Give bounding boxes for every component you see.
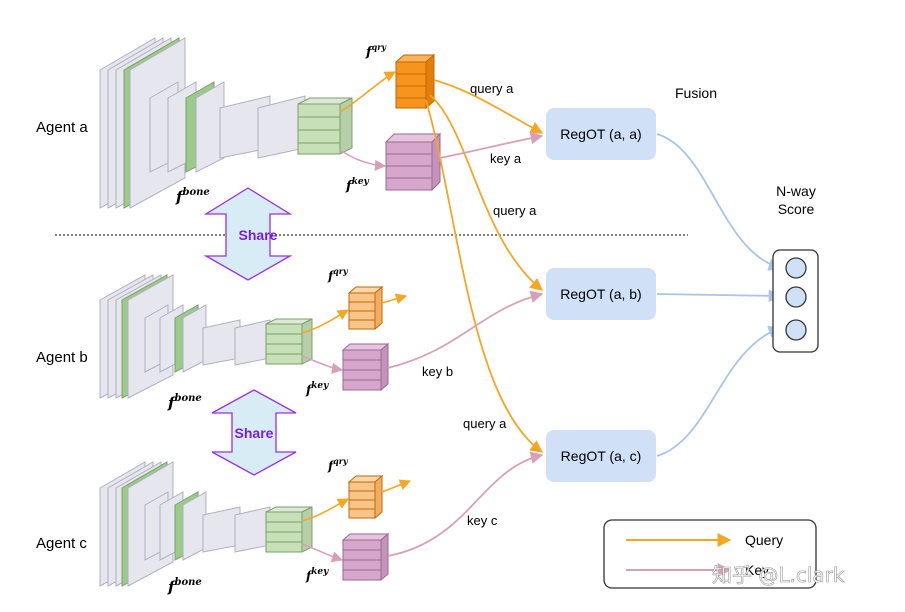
svg-text:fbone: fbone <box>167 577 202 596</box>
backbone-a-output <box>297 97 353 155</box>
legend-query-label: Query <box>745 532 783 548</box>
backbone-c <box>99 461 313 587</box>
edge-label-query-a-1: query a <box>470 81 514 96</box>
legend: Query Key <box>603 519 817 589</box>
legend-key-label: Key <box>745 562 769 578</box>
edge-bone-to-key-a <box>339 149 387 171</box>
svg-text:fkey: fkey <box>345 177 370 194</box>
edge-qry-c-out <box>381 479 412 493</box>
edge-query-a-to-regot-ab <box>429 94 543 291</box>
agent-b-label: Agent b <box>36 349 88 366</box>
fbone-label-c: fbone <box>167 577 202 596</box>
edge-label-query-a-2: query a <box>493 203 537 218</box>
fqry-label-c: fqry <box>327 456 349 473</box>
regot-label-aa: RegOT (a, a) <box>560 126 641 142</box>
share-arrow-top: Share <box>203 187 293 281</box>
svg-text:fqry: fqry <box>327 266 349 283</box>
edge-label-key-a: key a <box>490 151 522 166</box>
key-block-a <box>384 132 442 192</box>
fbone-label-a: fbone <box>175 187 210 206</box>
edge-query-a-to-regot-aa <box>433 79 544 134</box>
edge-label-key-b: key b <box>422 364 453 379</box>
regot-box-ab: RegOT (a, b) <box>546 268 656 320</box>
edge-key-c-to-regot-ac <box>387 451 544 557</box>
watermark: 知乎 @L.clark <box>712 563 845 587</box>
edge-regot-ab-to-score <box>656 289 782 303</box>
share-label-bottom: Share <box>235 425 274 441</box>
backbone-c-output <box>265 506 313 553</box>
key-block-c <box>341 532 390 582</box>
edge-regot-aa-to-score <box>656 133 782 271</box>
key-block-b <box>341 342 390 392</box>
svg-text:fkey: fkey <box>305 381 329 397</box>
edge-query-a-to-regot-ac <box>425 99 544 453</box>
score-circle-1 <box>785 257 807 279</box>
edge-bone-to-qry-b <box>301 309 349 334</box>
nway-label-line1: N-way <box>776 183 816 199</box>
fkey-label-c: fkey <box>305 567 329 583</box>
nway-label-line2: Score <box>778 201 815 217</box>
edge-bone-to-key-b <box>301 355 344 374</box>
qry-block-a <box>394 53 436 110</box>
score-circle-2 <box>785 286 807 308</box>
edge-qry-b-out <box>381 293 408 305</box>
svg-text:fkey: fkey <box>305 567 329 583</box>
qry-block-c <box>347 474 384 520</box>
share-label-top: Share <box>239 227 278 243</box>
edge-key-a-to-regot-aa <box>439 131 544 159</box>
score-circle-3 <box>785 319 807 341</box>
regot-label-ab: RegOT (a, b) <box>560 286 641 302</box>
edge-bone-to-qry-a <box>339 71 396 113</box>
edge-label-key-c: key c <box>467 513 498 528</box>
fkey-label-a: fkey <box>345 177 370 194</box>
backbone-b-output <box>265 318 313 365</box>
agent-c-label: Agent c <box>36 535 87 552</box>
regot-label-ac: RegOT (a, c) <box>561 448 642 464</box>
nway-score-box <box>772 249 819 353</box>
regot-box-aa: RegOT (a, a) <box>546 108 656 160</box>
edge-label-query-a-3: query a <box>463 416 507 431</box>
backbone-a <box>99 37 353 209</box>
backbone-b <box>99 274 313 399</box>
svg-text:fqry: fqry <box>327 456 349 473</box>
edge-key-b-to-regot-ab <box>387 290 544 369</box>
fqry-label-b: fqry <box>327 266 349 283</box>
edge-regot-ac-to-score <box>656 326 782 457</box>
fusion-label: Fusion <box>675 85 717 101</box>
share-arrow-bottom: Share <box>211 389 297 476</box>
svg-text:fbone: fbone <box>167 393 202 412</box>
regot-box-ac: RegOT (a, c) <box>546 430 656 482</box>
fbone-label-b: fbone <box>167 393 202 412</box>
fkey-label-b: fkey <box>305 381 329 397</box>
svg-text:fqry: fqry <box>365 42 387 60</box>
qry-block-b <box>347 285 384 331</box>
edge-bone-to-qry-c <box>301 498 349 522</box>
edge-bone-to-key-c <box>301 543 344 563</box>
fqry-label-a: fqry <box>365 42 387 60</box>
svg-text:fbone: fbone <box>175 187 210 206</box>
agent-a-label: Agent a <box>36 119 88 136</box>
